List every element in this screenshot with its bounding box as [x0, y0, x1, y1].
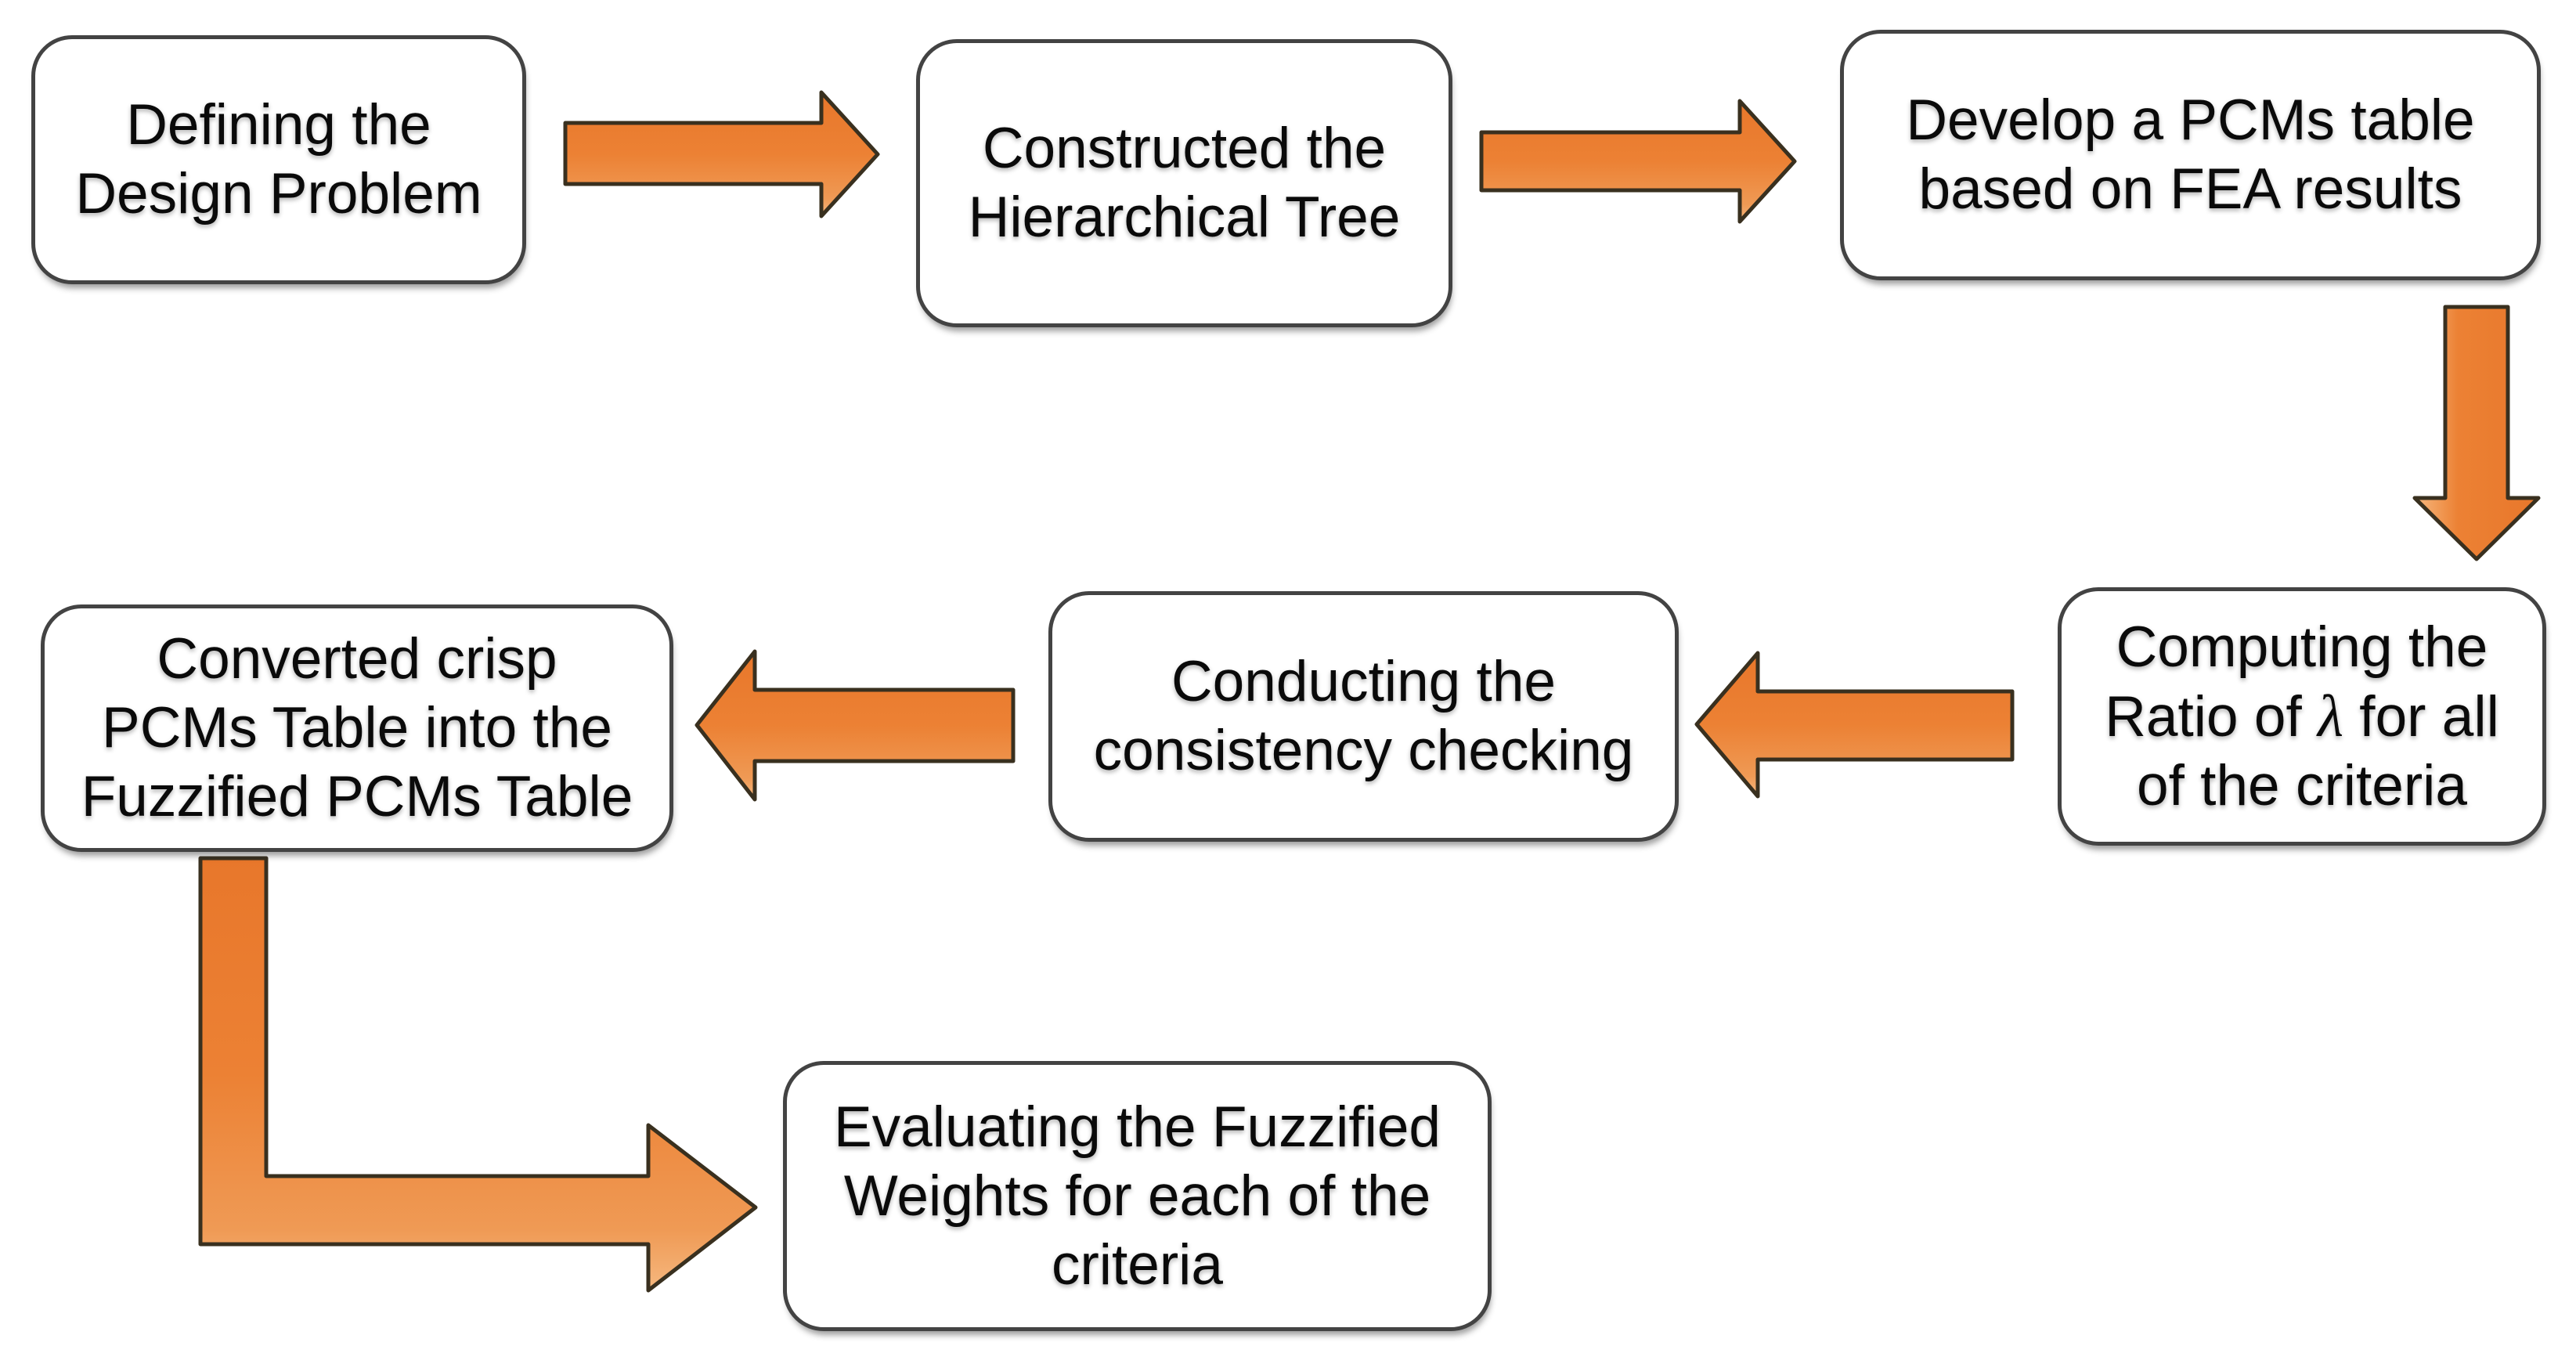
lambda-line-pre: Ratio of: [2105, 684, 2302, 749]
step-box-consistency-checking: Conducting the consistency checking: [1048, 591, 1679, 842]
step-box-defining-design-problem: Defining the Design Problem: [31, 35, 526, 284]
arrow-lambda-to-consistency: [1694, 651, 2015, 799]
step-text-line: Converted crisp: [157, 627, 557, 691]
lambda-symbol: λ: [2318, 683, 2343, 749]
arrow-fuzzified-to-weights: [198, 856, 758, 1293]
arrow-define-to-tree: [563, 90, 880, 218]
step-text-line: Computing the: [2116, 615, 2488, 679]
step-text-line: Weights for each of the: [843, 1164, 1431, 1228]
step-text-line: Fuzzified PCMs Table: [81, 765, 633, 828]
arrow-pcm-to-lambda: [2412, 305, 2541, 561]
step-text-line: PCMs Table into the: [102, 696, 612, 760]
step-box-fuzzified-pcm-table: Converted crisp PCMs Table into the Fuzz…: [41, 604, 673, 852]
step-text-line: Constructed the: [982, 117, 1387, 180]
step-text-line: criteria: [1051, 1232, 1224, 1297]
step-text-line: based on FEA results: [1918, 157, 2462, 221]
step-text-line: of the criteria: [2137, 753, 2467, 817]
step-text-line: Defining the: [126, 93, 431, 157]
step-text-line: Hierarchical Tree: [968, 186, 1401, 249]
arrow-tree-to-pcm: [1479, 99, 1797, 224]
step-box-hierarchical-tree: Constructed the Hierarchical Tree: [916, 39, 1452, 327]
step-text-line: consistency checking: [1093, 719, 1634, 782]
lambda-line-post: for all: [2359, 684, 2499, 749]
step-text-line: Design Problem: [75, 162, 482, 226]
step-text-line: Develop a PCMs table: [1906, 88, 2475, 152]
step-text-line: Evaluating the Fuzzified: [833, 1095, 1441, 1159]
step-text-line: Ratio of λ for all: [2105, 682, 2499, 752]
step-box-develop-pcm-table: Develop a PCMs table based on FEA result…: [1840, 30, 2541, 280]
step-text-line: Conducting the: [1171, 650, 1557, 713]
arrow-consistency-to-fuzzified: [695, 649, 1016, 802]
step-box-computing-lambda-ratio: Computing the Ratio of λ for all of the …: [2058, 587, 2546, 846]
step-box-fuzzified-weights: Evaluating the Fuzzified Weights for eac…: [783, 1061, 1492, 1331]
